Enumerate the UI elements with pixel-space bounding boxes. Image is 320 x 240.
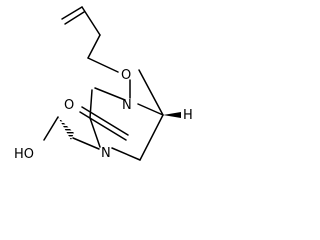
allyl-double-bond-b <box>64 11 85 25</box>
bridge-bond-1 <box>138 69 164 116</box>
carbonyl-double-bond-b <box>79 111 127 141</box>
ring-bond-4 <box>137 103 164 116</box>
ring-bond-3 <box>89 117 101 148</box>
ring-bond-1 <box>94 87 126 101</box>
ring-bond-7 <box>72 137 100 150</box>
hashed-wedge-bond <box>58 117 74 140</box>
atom-label-h: H <box>183 108 193 123</box>
allyl-bond-2 <box>87 34 101 59</box>
ring-bond-6 <box>111 147 141 161</box>
allyl-bond-3 <box>87 57 119 73</box>
atom-label-hydroxyl: HO <box>14 147 34 162</box>
wedge-bond-h <box>163 112 181 118</box>
molecule-structure: O N O H HO N <box>14 6 193 162</box>
atom-label-o-ether: O <box>121 68 131 83</box>
atom-label-n-ring: N <box>101 146 111 161</box>
hydroxymethyl-bond-1 <box>43 116 59 141</box>
ring-bond-5 <box>139 114 164 161</box>
allyl-bond-1 <box>81 6 101 36</box>
carbonyl-double-bond-a <box>81 106 129 136</box>
allyl-double-bond-a <box>61 6 83 20</box>
atom-label-o-carbonyl: O <box>64 98 74 113</box>
atom-label-n-bridge: N <box>122 98 132 113</box>
ring-bond-2 <box>89 89 93 119</box>
